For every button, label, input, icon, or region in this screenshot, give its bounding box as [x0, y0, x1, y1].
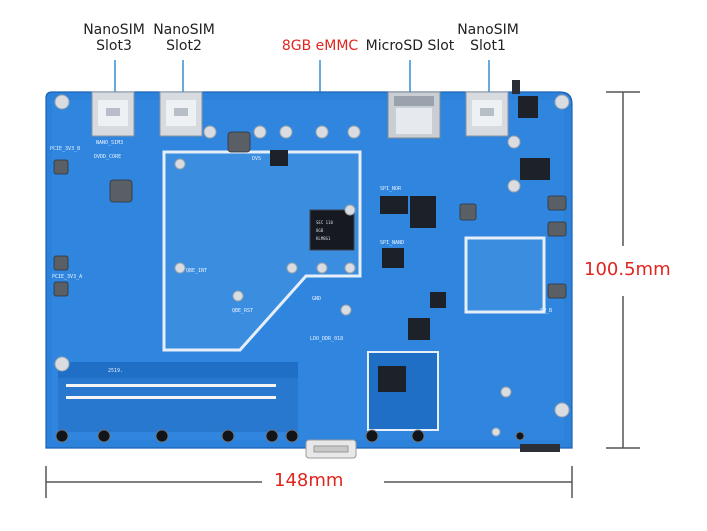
svg-text:8GB: 8GB — [316, 228, 324, 233]
ic-e — [378, 366, 406, 392]
silk-nano-sim3: NANO_SIM3 — [96, 140, 123, 146]
ic-b — [430, 292, 446, 308]
width-dimension — [45, 466, 573, 498]
rf-shield-outline — [464, 236, 546, 314]
silk-sw-b: SW_B — [540, 308, 552, 314]
emmc-chip: SEC 110 8GB KLM8G1 — [309, 209, 355, 251]
silkscreen-labels: NANO_SIM3 PCIE_3V3_B DVDD_CORE DVS PCIE_… — [50, 140, 552, 374]
ic-a — [408, 318, 430, 340]
sim-slot3 — [91, 91, 135, 137]
spi-nand-chip — [382, 248, 404, 268]
pin-row-bottom — [66, 396, 276, 399]
inductors — [53, 131, 567, 299]
pin-row-top — [66, 384, 276, 387]
width-dimension-label: 148mm — [270, 470, 348, 491]
height-dimension — [606, 91, 640, 449]
silk-spi-nand: SPI_NAND — [380, 240, 404, 246]
silk-dvdd-core: DVDD_CORE — [94, 154, 121, 160]
mounting-holes — [54, 94, 570, 437]
callout-sim-slot3-line1: NanoSIM — [83, 22, 145, 38]
spi-flash-chip — [410, 196, 436, 228]
soc-shield-outline — [162, 150, 362, 352]
silk-ver: 2519. — [108, 368, 123, 374]
callout-sim-slot2: NanoSIM Slot2 — [142, 22, 226, 54]
callout-emmc: 8GB eMMC — [281, 38, 359, 54]
sim-slot1 — [465, 91, 509, 137]
callout-sim-slot3-line2: Slot3 — [96, 38, 132, 54]
callout-sim-slot1-line2: Slot1 — [470, 38, 506, 54]
ic-c — [518, 96, 538, 118]
callout-sim-slot3: NanoSIM Slot3 — [72, 22, 156, 54]
sim-slot2 — [159, 91, 203, 137]
silk-pcie-3v3-a: PCIE_3V3_A — [52, 274, 82, 280]
callout-sim-slot2-line1: NanoSIM — [153, 22, 215, 38]
callout-microsd: MicroSD Slot — [365, 38, 455, 54]
callout-sim-slot1: NanoSIM Slot1 — [446, 22, 530, 54]
callout-leaders — [114, 60, 490, 96]
silk-gnd: GND — [312, 296, 321, 302]
callout-sim-slot2-line2: Slot2 — [166, 38, 202, 54]
pin-rows — [66, 384, 276, 399]
silk-ldo-ddr: LDO_DDR_018 — [310, 336, 343, 342]
silk-qbe-rst: QBE_RST — [232, 308, 253, 314]
silk-qbe-int: QBE_INT — [186, 268, 207, 274]
silk-spi-nor: SPI_NOR — [380, 186, 402, 192]
ic-d — [520, 158, 550, 180]
edge-header — [520, 444, 560, 452]
side-button — [512, 80, 520, 94]
misc-ics — [270, 96, 550, 392]
ic-f — [270, 150, 288, 166]
silk-dvs: DVS — [252, 156, 261, 162]
svg-text:KLM8G1: KLM8G1 — [316, 236, 331, 241]
usb-connector — [305, 439, 357, 459]
silk-pcie-3v3-b: PCIE_3V3_B — [50, 146, 80, 152]
svg-text:SEC 110: SEC 110 — [316, 220, 333, 225]
height-dimension-label: 100.5mm — [580, 259, 675, 280]
callout-sim-slot1-line1: NanoSIM — [457, 22, 519, 38]
spi-nor-chip — [380, 196, 408, 214]
edge-standoffs — [55, 429, 525, 443]
microsd-slot — [387, 91, 441, 139]
